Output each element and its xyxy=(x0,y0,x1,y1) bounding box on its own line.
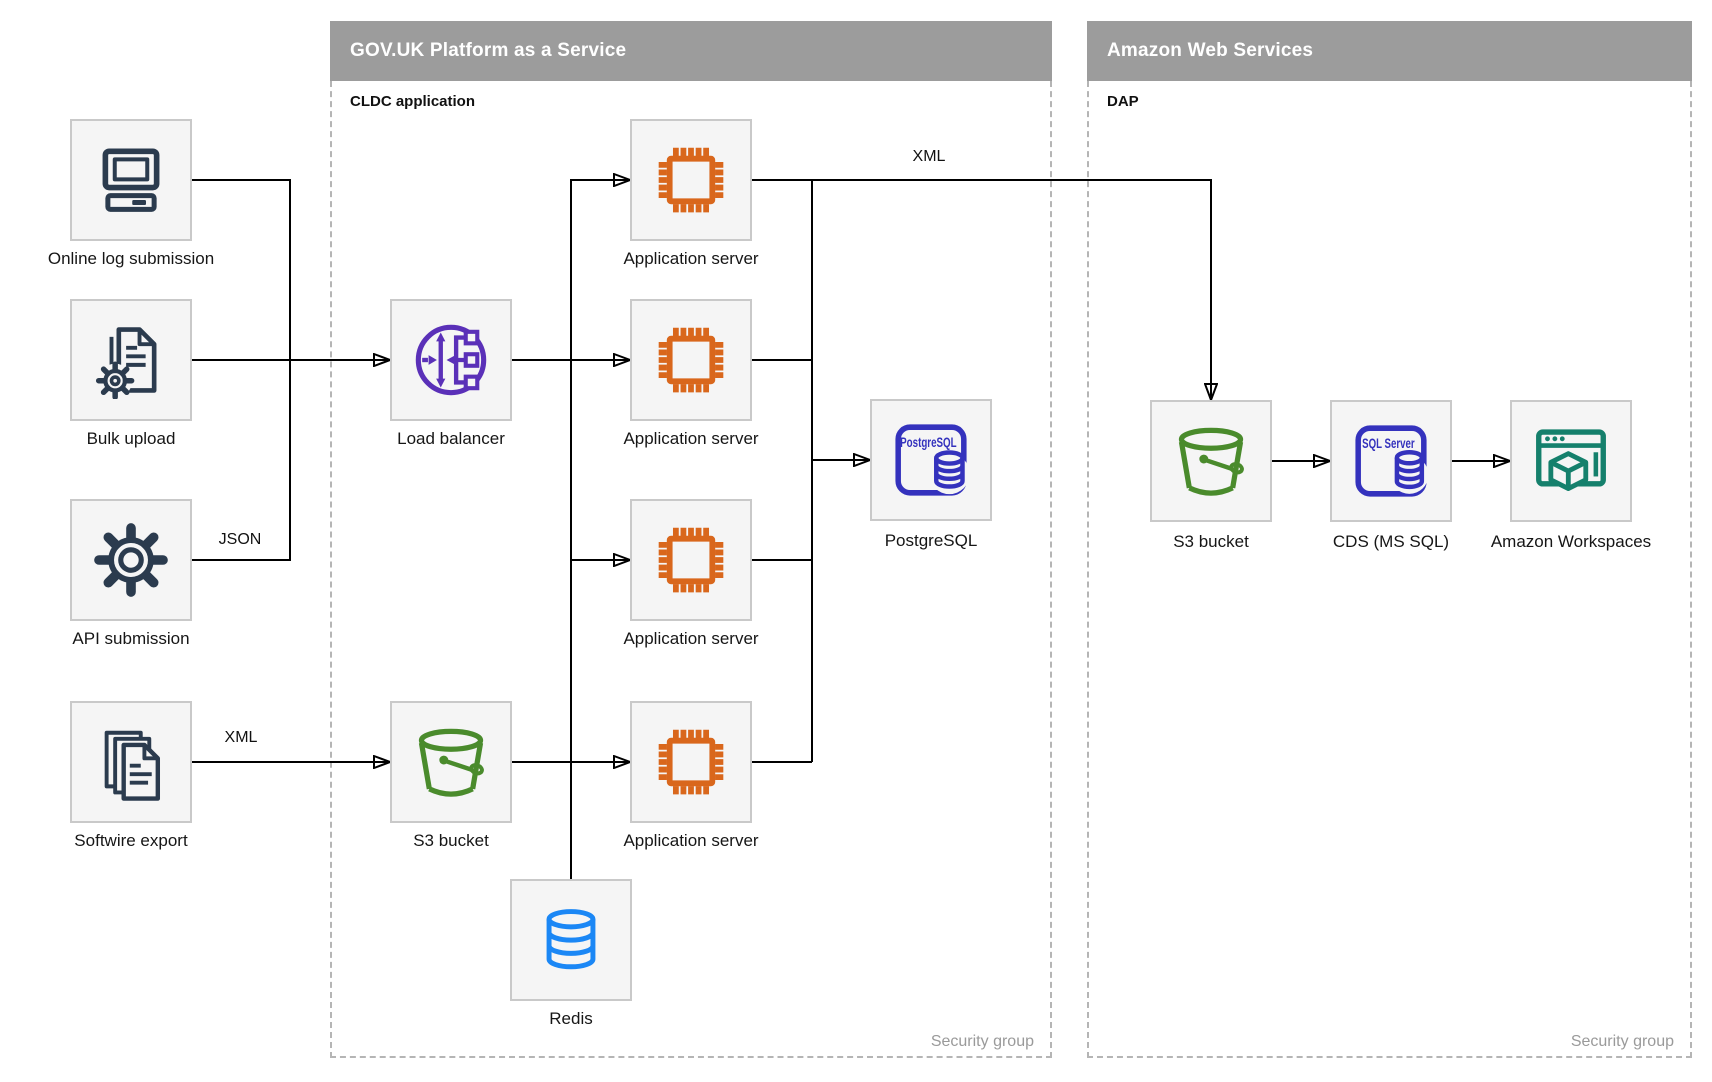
postgresql-icon: PostgreSQL xyxy=(895,424,970,496)
node-label: Application server xyxy=(623,249,759,268)
govuk-security-group-label: Security group xyxy=(930,1033,1034,1050)
node-label: Application server xyxy=(623,831,759,850)
node-postgresql: PostgreSQL xyxy=(870,399,992,521)
node-label: S3 bucket xyxy=(413,831,489,850)
bucket-icon xyxy=(418,728,484,797)
node-load-balancer xyxy=(390,299,512,421)
edge-app-server-to-aws-s3-xml xyxy=(752,179,1211,400)
document-gear-icon xyxy=(95,327,157,399)
cldc-application-label: CLDC application xyxy=(350,93,476,110)
chip-icon xyxy=(658,147,724,213)
gear-icon xyxy=(94,523,168,597)
node-api-submission xyxy=(70,499,192,621)
node-application-server-3 xyxy=(630,499,752,621)
node-label: Softwire export xyxy=(74,831,188,850)
database-icon xyxy=(546,909,596,970)
node-label: Redis xyxy=(549,1009,593,1028)
node-label: Load balancer xyxy=(397,429,505,448)
node-redis xyxy=(510,879,632,1001)
documents-stack-icon xyxy=(104,730,161,801)
load-balancer-icon xyxy=(415,324,487,396)
aws-security-group-label: Security group xyxy=(1570,1033,1674,1050)
node-label: Application server xyxy=(623,629,759,648)
dap-label: DAP xyxy=(1107,93,1139,110)
aws-container: Amazon Web Services DAP Security group xyxy=(1087,21,1692,1058)
node-s3-bucket-dap xyxy=(1150,400,1272,522)
chip-icon xyxy=(658,527,724,593)
edge-label-xml: XML xyxy=(224,729,258,746)
node-label: Application server xyxy=(623,429,759,448)
govuk-paas-header-bar: GOV.UK Platform as a Service xyxy=(330,21,1052,81)
node-application-server-1 xyxy=(630,119,752,241)
node-label: Online log submission xyxy=(47,249,215,268)
chip-icon xyxy=(658,729,724,795)
node-amazon-workspaces xyxy=(1510,400,1632,522)
node-s3-bucket-paas xyxy=(390,701,512,823)
computer-icon xyxy=(102,148,160,212)
node-label: Amazon Workspaces xyxy=(1490,532,1652,551)
node-bulk-upload xyxy=(70,299,192,421)
govuk-paas-title: GOV.UK Platform as a Service xyxy=(350,40,627,61)
aws-header-bar: Amazon Web Services xyxy=(1087,21,1692,81)
workspaces-icon xyxy=(1536,429,1606,491)
node-label: API submission xyxy=(72,629,190,648)
node-softwire-export xyxy=(70,701,192,823)
sql-server-icon: SQL Server xyxy=(1355,425,1429,497)
node-cds-ms-sql: SQL Server xyxy=(1330,400,1452,522)
chip-icon xyxy=(658,327,724,393)
aws-title: Amazon Web Services xyxy=(1107,40,1314,61)
edge-inputs-merge xyxy=(192,179,291,561)
sql-server-icon-text: SQL Server xyxy=(1362,436,1415,451)
node-label: Bulk upload xyxy=(86,429,176,448)
edge-label-json: JSON xyxy=(218,531,262,548)
node-online-log-submission xyxy=(70,119,192,241)
node-application-server-4 xyxy=(630,701,752,823)
node-label: PostgreSQL xyxy=(884,531,978,550)
edge-app-servers-to-collector xyxy=(752,359,812,763)
node-application-server-2 xyxy=(630,299,752,421)
edge-distribution-to-app-server-1-and-redis xyxy=(570,180,630,879)
bucket-icon xyxy=(1178,427,1244,496)
node-label: CDS (MS SQL) xyxy=(1332,532,1450,551)
postgresql-icon-text: PostgreSQL xyxy=(900,435,956,450)
edge-label-xml: XML xyxy=(912,148,946,165)
node-label: S3 bucket xyxy=(1173,532,1249,551)
govuk-paas-container: GOV.UK Platform as a Service CLDC applic… xyxy=(330,21,1052,1058)
